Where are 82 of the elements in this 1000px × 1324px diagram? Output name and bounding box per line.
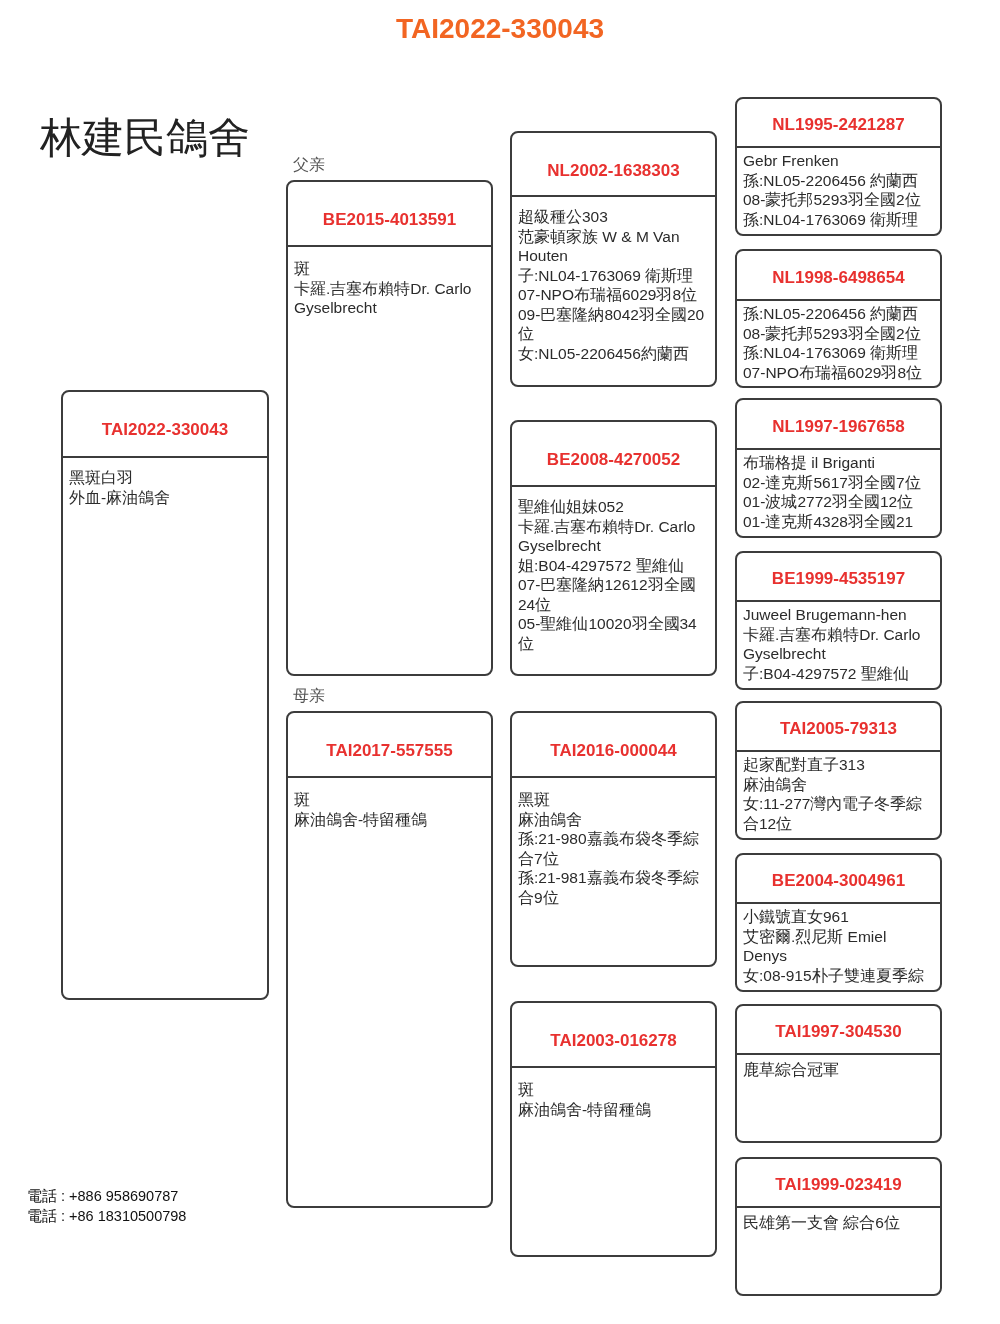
page-title: TAI2022-330043: [395, 12, 605, 46]
pedigree-note: 小鐵號直女961: [743, 907, 849, 927]
parent-label: 父亲: [293, 155, 325, 175]
contact-info: 電話 : +86 18310500798: [27, 1206, 187, 1226]
pedigree-note: 艾密爾.烈尼斯 Emiel Denys: [743, 926, 888, 966]
pedigree-note: 范豪頓家族 W & M Van Houten: [518, 226, 681, 266]
pedigree-note: 女:11-277灣內電子冬季綜合12位: [743, 794, 924, 833]
parent-label: 母亲: [293, 686, 325, 706]
pedigree-note: 07-NPO布瑞福6029羽8位: [743, 362, 923, 382]
pedigree-card: [735, 249, 942, 388]
ring-number: NL1995-2421287: [772, 114, 905, 135]
pedigree-note: 孫:NL04-1763069 衛斯理: [743, 209, 919, 229]
pedigree-note: 孫:NL04-1763069 衛斯理: [743, 343, 919, 363]
pedigree-note: 起家配對直子313: [743, 755, 865, 775]
pedigree-card: [735, 853, 942, 992]
ring-number: TAI2005-79313: [780, 718, 897, 739]
ring-number: TAI2022-330043: [101, 418, 229, 440]
ring-number: TAI1997-304530: [775, 1021, 902, 1042]
pedigree-card: [735, 398, 942, 538]
pedigree-note: 孫:21-980嘉義布袋冬季綜合7位: [518, 829, 700, 868]
ring-number: TAI2017-557555: [326, 740, 453, 761]
pedigree-card: [510, 1001, 717, 1257]
ring-number: BE2004-3004961: [771, 870, 906, 891]
pedigree-note: 08-蒙托邦5293羽全國2位: [743, 323, 921, 343]
pedigree-card: [286, 180, 493, 676]
pedigree-note: 孫:NL05-2206456 約蘭西: [743, 304, 919, 324]
pedigree-note: 孫:NL05-2206456 約蘭西: [743, 170, 919, 190]
loft-name: 林建民鴿舍: [40, 114, 250, 162]
pedigree-note: 斑: [294, 790, 310, 810]
pedigree-note: 布瑞格提 il Briganti: [743, 453, 876, 473]
pedigree-note: 07-巴塞隆納12612羽全國24位: [518, 575, 697, 614]
pedigree-note: 卡羅.吉塞布賴特Dr. Carlo Gyselbrecht: [743, 624, 922, 664]
pedigree-note: 鹿草綜合冠軍: [743, 1060, 839, 1080]
pedigree-note: 08-蒙托邦5293羽全國2位: [743, 190, 921, 210]
pedigree-card: [735, 551, 942, 690]
ring-number: TAI1999-023419: [775, 1174, 902, 1195]
pedigree-note: 麻油鴿舍-特留種鴿: [518, 1099, 652, 1119]
pedigree-note: 09-巴塞隆納8042羽全國20位: [518, 304, 706, 344]
pedigree-card: [735, 97, 942, 236]
pedigree-note: Gebr Frenken: [743, 151, 839, 171]
pedigree-card: [286, 711, 493, 1208]
pedigree-note: 女:08-915朴子雙連夏季綜: [743, 965, 924, 985]
pedigree-note: 外血-麻油鴿舍: [69, 487, 171, 507]
pedigree-card: [61, 390, 269, 1000]
pedigree-note: 02-達克斯5617羽全國7位: [743, 472, 921, 492]
pedigree-note: 07-NPO布瑞福6029羽8位: [518, 285, 698, 305]
ring-number: BE1999-4535197: [771, 568, 906, 589]
ring-number: BE2008-4270052: [546, 449, 681, 470]
pedigree-card: [510, 711, 717, 967]
contact-info: 電話 : +886 958690787: [27, 1187, 179, 1206]
pedigree-note: 超級種公303: [518, 207, 608, 227]
pedigree-note: 斑: [294, 259, 310, 279]
pedigree-note: 聖維仙姐妹052: [518, 497, 624, 517]
pedigree-note: 黑斑: [518, 790, 550, 810]
pedigree-card: [510, 131, 717, 387]
pedigree-note: Juweel Brugemann-hen: [743, 605, 907, 625]
pedigree-note: 女:NL05-2206456約蘭西: [518, 343, 689, 363]
pedigree-note: 麻油鴿舍: [518, 809, 582, 829]
pedigree-note: 01-達克斯4328羽全國21: [743, 511, 914, 531]
pedigree-note: 01-波城2772羽全國12位: [743, 492, 914, 512]
ring-number: TAI2003-016278: [550, 1030, 677, 1051]
pedigree-note: 麻油鴿舍-特留種鴿: [294, 809, 428, 829]
pedigree-card: [735, 1004, 942, 1143]
ring-number: BE2015-4013591: [322, 209, 457, 230]
pedigree-note: 卡羅.吉塞布賴特Dr. Carlo Gyselbrecht: [294, 278, 473, 318]
pedigree-note: 卡羅.吉塞布賴特Dr. Carlo Gyselbrecht: [518, 516, 697, 556]
pedigree-card: [735, 1157, 942, 1296]
pedigree-note: 斑: [518, 1080, 534, 1100]
pedigree-card: [510, 420, 717, 676]
pedigree-note: 姐:B04-4297572 聖維仙: [518, 555, 684, 575]
pedigree-note: 民雄第一支會 綜合6位: [743, 1213, 900, 1233]
ring-number: NL1997-1967658: [772, 415, 905, 437]
ring-number: NL2002-1638303: [547, 159, 680, 181]
pedigree-note: 黑斑白羽: [69, 468, 133, 488]
pedigree-note: 05-聖維仙10020羽全國34位: [518, 614, 698, 653]
ring-number: NL1998-6498654: [772, 266, 905, 288]
pedigree-note: 麻油鴿舍: [743, 774, 807, 794]
ring-number: TAI2016-000044: [550, 740, 677, 761]
pedigree-note: 子:NL04-1763069 衛斯理: [518, 265, 694, 285]
pedigree-card: [735, 701, 942, 840]
pedigree-note: 孫:21-981嘉義布袋冬季綜合9位: [518, 868, 700, 907]
pedigree-note: 子:B04-4297572 聖維仙: [743, 663, 909, 683]
